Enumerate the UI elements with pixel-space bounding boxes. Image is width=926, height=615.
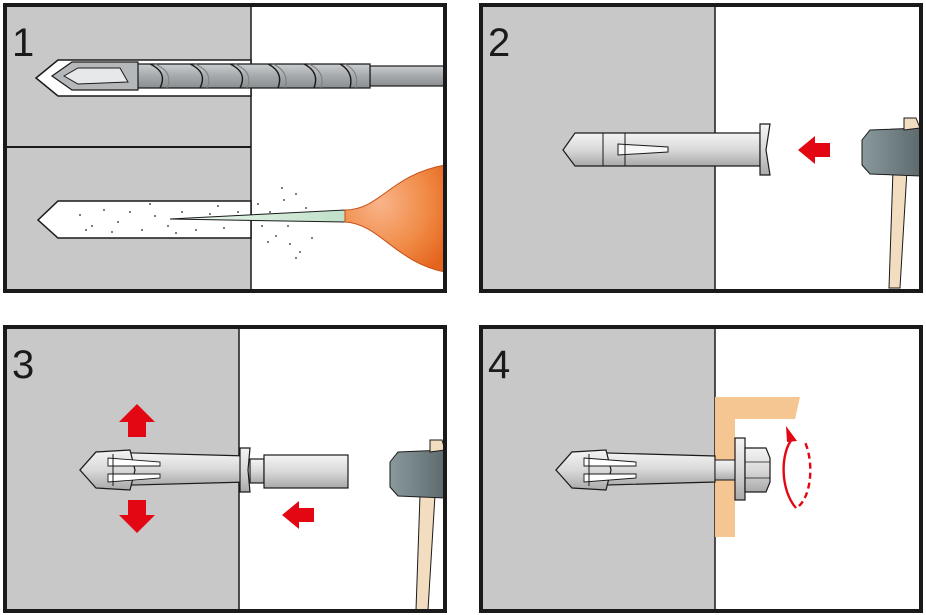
- dust-particles: [79, 187, 313, 259]
- arrow-left-icon: [282, 501, 314, 529]
- installed-anchor: [555, 437, 771, 501]
- hammer-icon: [861, 117, 921, 289]
- panel-3: 3: [3, 325, 447, 613]
- panel-4-frame: [479, 325, 923, 613]
- hex-nut: [744, 447, 771, 493]
- step-number-1: 1: [12, 21, 34, 65]
- panel-3-frame: [3, 325, 447, 613]
- step-number-4: 4: [488, 343, 510, 387]
- panel-2-frame: [479, 3, 923, 293]
- arrow-left-icon: [798, 136, 830, 164]
- hammer-icon: [389, 439, 446, 611]
- panel-2: 2: [479, 3, 923, 293]
- washer: [734, 437, 746, 501]
- expanded-anchor: [79, 447, 349, 493]
- panel-1-frame: [3, 3, 447, 293]
- step-number-2: 2: [488, 21, 510, 65]
- rotate-arrow-icon: [782, 426, 812, 509]
- drill-bit-icon: [50, 61, 446, 91]
- panel-1: 1: [3, 3, 447, 293]
- panel-4: 4: [479, 325, 923, 613]
- anchor-sleeve: [562, 123, 771, 176]
- blow-out-pump-icon: [169, 164, 446, 273]
- cleaned-hole: [36, 187, 313, 259]
- arrow-up-down-icon: [119, 404, 155, 533]
- step-number-3: 3: [12, 343, 34, 387]
- setting-tool: [263, 454, 349, 489]
